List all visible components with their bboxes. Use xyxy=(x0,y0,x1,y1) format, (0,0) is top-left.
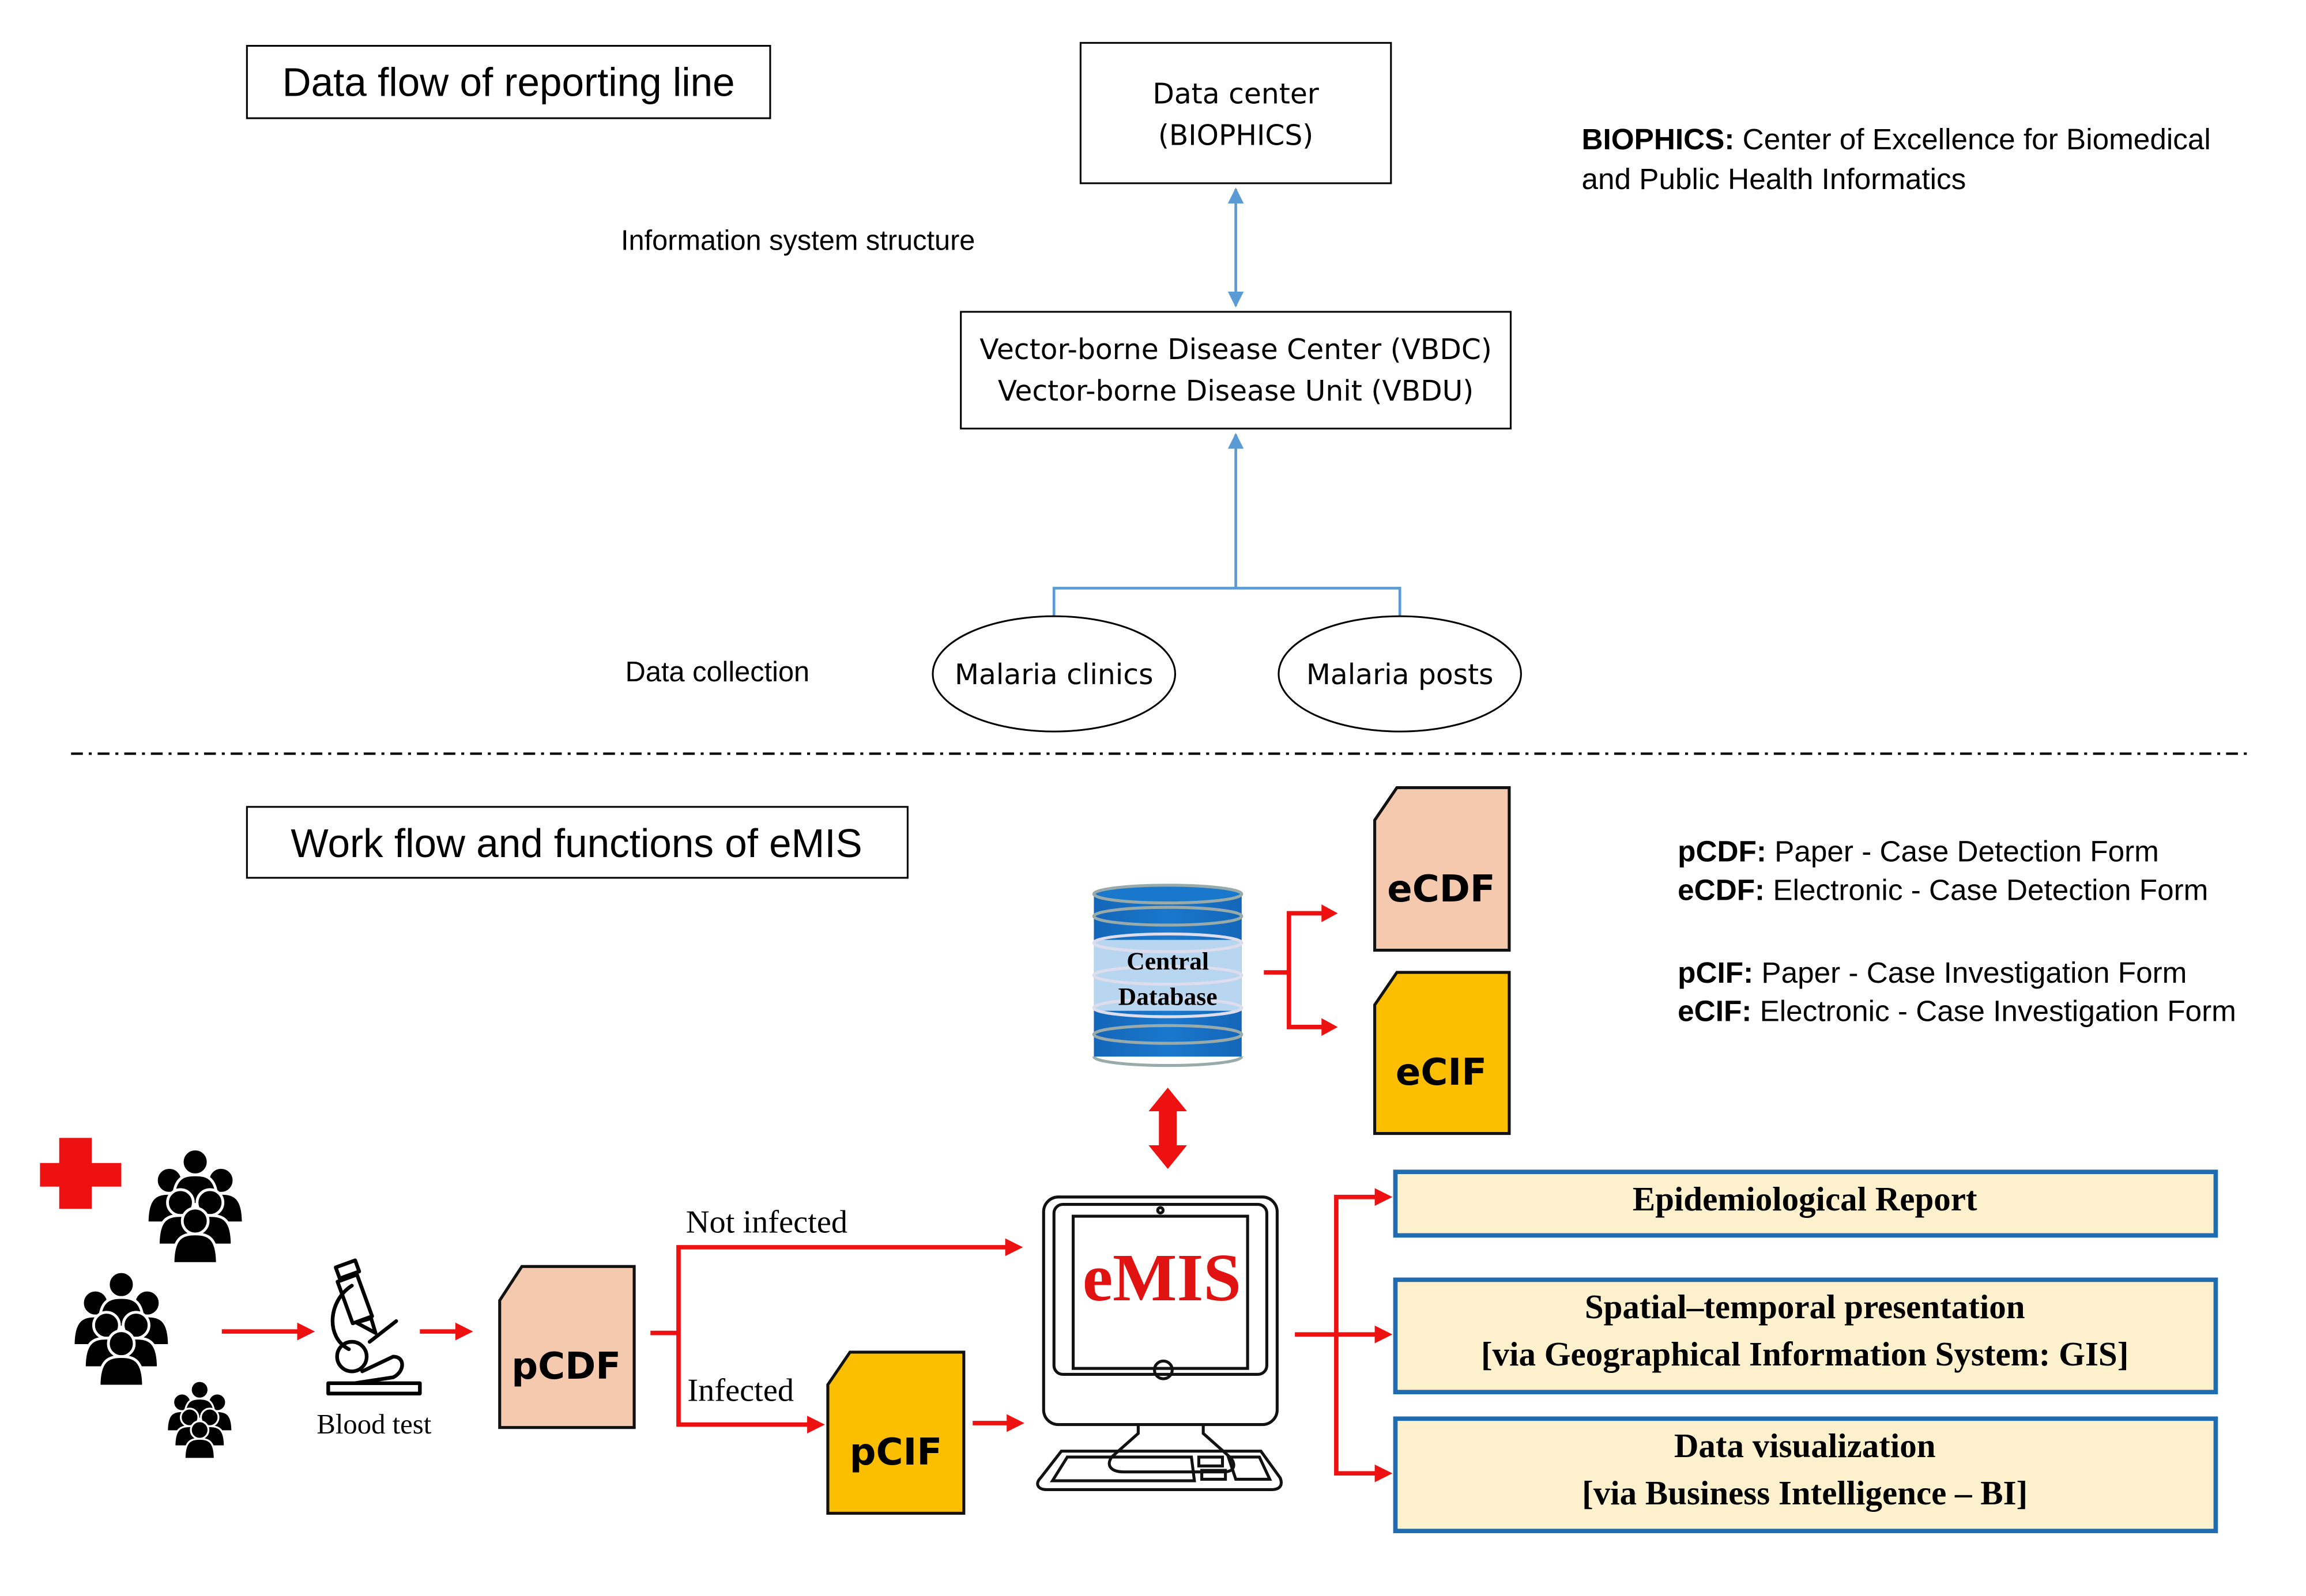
biophics-legend-line2: and Public Health Informatics xyxy=(1582,163,1966,195)
biophics-legend-line1: BIOPHICS: Center of Excellence for Biome… xyxy=(1582,123,2211,156)
database-to-eforms-arrows xyxy=(1264,904,1338,1036)
medical-cross-icon xyxy=(40,1138,122,1209)
people-group-icon xyxy=(147,1149,243,1263)
biophics-legend: BIOPHICS: Center of Excellence for Biome… xyxy=(1582,123,2211,195)
output-3-line2: [via Business Intelligence – BI] xyxy=(1582,1474,2028,1512)
output-3-line1: Data visualization xyxy=(1674,1427,1936,1465)
output-spatial-temporal: Spatial–temporal presentation [via Geogr… xyxy=(1393,1277,2218,1395)
reporting-line-title: Data flow of reporting line xyxy=(246,44,771,119)
legend-row-pcdf: pCDF: Paper - Case Detection Form xyxy=(1678,835,2159,868)
pcdf-label: pCDF xyxy=(511,1345,621,1388)
blood-test-label: Blood test xyxy=(316,1409,431,1440)
people-group-icon xyxy=(167,1381,232,1459)
ecdf-form-icon: eCDF xyxy=(1373,786,1511,952)
output-2-line1: Spatial–temporal presentation xyxy=(1585,1288,2025,1326)
collection-connector xyxy=(1052,433,1401,617)
db-emis-sync-arrow xyxy=(1148,1088,1187,1169)
ecif-form-icon: eCIF xyxy=(1373,971,1511,1135)
legend-row-pcif: pCIF: Paper - Case Investigation Form xyxy=(1678,956,2187,989)
forms-legend: pCDF: Paper - Case Detection Form eCDF: … xyxy=(1678,835,2236,1028)
emis-to-outputs-arrows xyxy=(1295,1188,1393,1482)
central-database-icon: Central Database xyxy=(1092,884,1244,1067)
infection-branch-arrows xyxy=(650,1238,1023,1433)
ecdf-label: eCDF xyxy=(1387,868,1495,911)
people-group-icon xyxy=(73,1271,169,1386)
database-label-line1: Central xyxy=(1126,948,1209,975)
pcdf-form-icon: pCDF xyxy=(498,1265,636,1429)
output-2-line2: [via Geographical Information System: GI… xyxy=(1481,1335,2128,1373)
biophics-definition: Center of Excellence for Biomedical xyxy=(1743,123,2211,156)
vbdc-line1: Vector-borne Disease Center (VBDC) xyxy=(979,334,1492,366)
database-label-line2: Database xyxy=(1118,983,1218,1010)
output-data-visualization: Data visualization [via Business Intelli… xyxy=(1393,1416,2218,1534)
data-center-box: Data center (BIOPHICS) xyxy=(1079,41,1392,184)
collection-label: Data collection xyxy=(626,656,809,688)
malaria-clinics-node: Malaria clinics xyxy=(932,615,1176,733)
structure-label: Information system structure xyxy=(621,225,975,256)
emis-computer-icon xyxy=(1036,1195,1283,1491)
pcif-form-icon: pCIF xyxy=(826,1350,966,1515)
workflow-title: Work flow and functions of eMIS xyxy=(246,806,909,879)
vbdc-box: Vector-borne Disease Center (VBDC) Vecto… xyxy=(960,311,1512,430)
to-pcdf-arrow xyxy=(420,1322,473,1341)
output-epidemiological-report: Epidemiological Report xyxy=(1393,1169,2218,1238)
microscope-icon xyxy=(326,1258,422,1395)
legend-row-ecif: eCIF: Electronic - Case Investigation Fo… xyxy=(1678,995,2236,1028)
data-center-line1: Data center xyxy=(1152,78,1319,110)
infected-label: Infected xyxy=(687,1373,794,1409)
malaria-clinics-label: Malaria clinics xyxy=(955,659,1154,691)
pcif-to-emis-arrow xyxy=(973,1414,1024,1432)
to-blood-test-arrow xyxy=(221,1322,315,1341)
emis-label: eMIS xyxy=(1083,1240,1241,1315)
legend-row-ecdf: eCDF: Electronic - Case Detection Form xyxy=(1678,873,2208,906)
biophics-term: BIOPHICS: xyxy=(1582,123,1735,156)
malaria-posts-node: Malaria posts xyxy=(1278,615,1522,733)
output-1-line1: Epidemiological Report xyxy=(1633,1180,1977,1218)
data-center-line2: (BIOPHICS) xyxy=(1158,119,1313,152)
pcif-label: pCIF xyxy=(850,1431,943,1474)
vbdc-line2: Vector-borne Disease Unit (VBDU) xyxy=(998,375,1474,408)
not-infected-label: Not infected xyxy=(686,1204,847,1240)
workflow-title-text: Work flow and functions of eMIS xyxy=(291,821,862,866)
malaria-posts-label: Malaria posts xyxy=(1306,659,1494,691)
ecif-label: eCIF xyxy=(1396,1051,1487,1094)
reporting-line-title-text: Data flow of reporting line xyxy=(282,60,735,105)
